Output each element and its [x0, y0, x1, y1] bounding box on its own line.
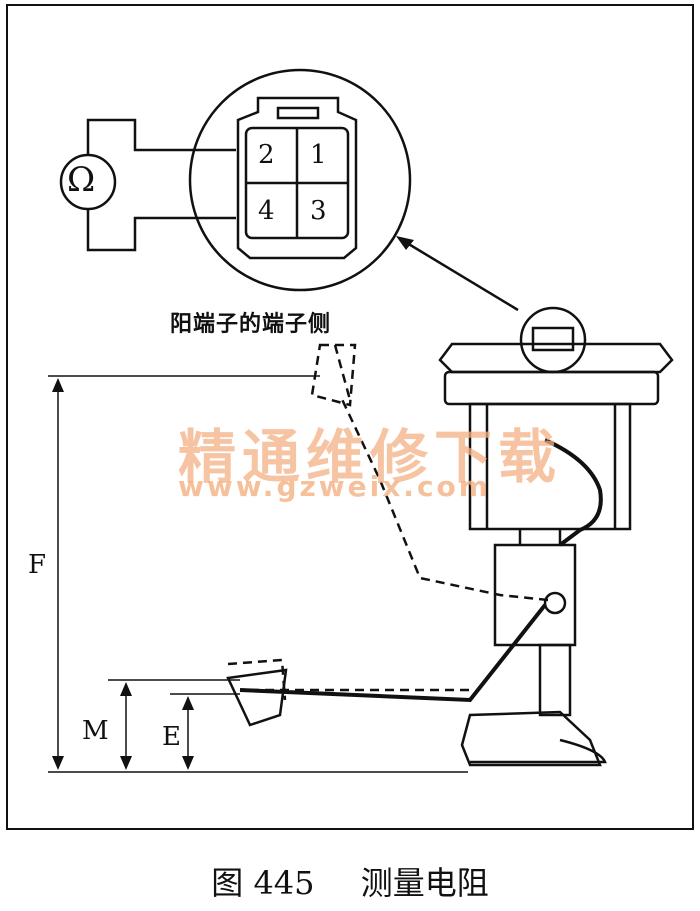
detail-circle	[519, 306, 587, 374]
measurement-lines	[48, 375, 468, 773]
leader-arrowhead	[396, 236, 414, 250]
watermark-url: www.gzweix.com	[178, 470, 491, 503]
caption-title: 测量电阻	[360, 864, 489, 902]
ohmmeter-circuit	[59, 118, 236, 252]
harness-wire	[544, 438, 603, 547]
label-E: E	[162, 722, 181, 752]
pin-1: 1	[310, 140, 327, 170]
watermark-site-name: 精通维修下载	[178, 423, 563, 491]
figure-caption: 图 445 测量电阻	[0, 858, 700, 904]
detail-connector	[531, 326, 575, 352]
connector-magnifier-circle	[188, 68, 412, 292]
float-arm-empty	[226, 591, 567, 727]
dimension-arrowheads	[52, 378, 194, 770]
label-M: M	[82, 716, 109, 746]
pin-4: 4	[258, 196, 275, 226]
float-arm-full	[227, 343, 549, 701]
pin-2: 2	[258, 140, 275, 170]
caption-number: 图 445	[211, 864, 315, 902]
label-F: F	[28, 550, 47, 580]
pump-flange	[438, 342, 674, 406]
pin-3: 3	[310, 196, 327, 226]
ohm-symbol: Ω	[67, 160, 96, 200]
leader-line	[401, 238, 519, 312]
terminal-side-label: 阳端子的端子侧	[170, 312, 332, 337]
connector-body	[236, 96, 358, 260]
figure-frame	[6, 4, 694, 830]
